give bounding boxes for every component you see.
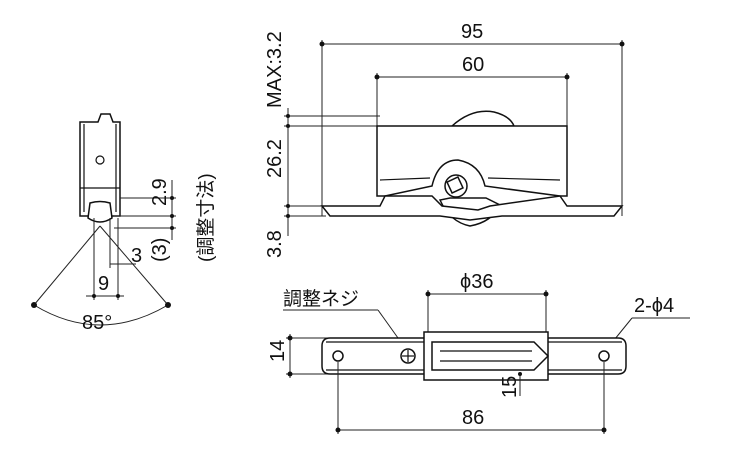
adjust-dimension-label: (調整寸法) <box>195 173 217 262</box>
plan-view: ϕ36 調整ネジ 2-ϕ4 14 15 <box>267 271 690 434</box>
dot-116 <box>286 114 290 118</box>
dim-86: 86 <box>462 407 484 429</box>
plan-hole-right <box>598 350 610 362</box>
dot-126 <box>286 124 290 128</box>
dot-14-t <box>287 335 293 341</box>
dot-86-r <box>601 427 607 433</box>
side-axle-hole <box>95 155 105 165</box>
angle-dot-right <box>165 302 171 308</box>
dim-9: 9 <box>98 273 109 295</box>
dim-95: 95 <box>461 21 483 43</box>
side-wheel <box>87 200 113 223</box>
dot-216 <box>170 214 174 218</box>
dot-60-r <box>564 74 570 80</box>
dot-95-r <box>619 41 625 47</box>
dim-3-8: 3.8 <box>264 230 286 258</box>
hole-label: 2-ϕ4 <box>634 295 674 317</box>
dim-phi-36: ϕ36 <box>460 271 493 293</box>
dim-15: 15 <box>499 376 521 398</box>
plan-hole-left <box>332 350 344 362</box>
dim-26-2: 26.2 <box>264 139 286 178</box>
angle-arc <box>33 304 169 326</box>
angle-line-left <box>33 225 101 306</box>
angle-dot-left <box>31 302 37 308</box>
angle-line-right <box>99 225 169 306</box>
dot-95-l <box>319 41 325 47</box>
dim-9-dot-r <box>116 294 120 298</box>
front-body-inner2 <box>487 177 561 181</box>
dot-36-r <box>543 291 549 297</box>
dot-206 <box>286 204 290 208</box>
front-body-inner <box>379 177 431 181</box>
dim-60: 60 <box>462 54 484 76</box>
dot-86-l <box>335 427 341 433</box>
side-body <box>79 113 121 217</box>
dot-216b <box>286 214 290 218</box>
dim-max: MAX:3.2 <box>264 31 286 108</box>
dot-14-b <box>287 371 293 377</box>
dot-60-l <box>374 74 380 80</box>
dot-228 <box>170 226 174 230</box>
dot-36-l <box>425 291 431 297</box>
dim-3: 3 <box>131 245 142 267</box>
side-view: 9 3 2.9 (3) (調整寸法) 85° <box>31 113 217 334</box>
front-body <box>376 125 568 197</box>
plan-wheel <box>431 341 550 371</box>
dot-15 <box>518 372 522 376</box>
front-axle-square <box>446 176 464 194</box>
dim-9-dot-l <box>92 294 96 298</box>
dim-2-9: 2.9 <box>149 178 171 206</box>
angle-label: 85° <box>82 312 112 334</box>
front-wheel-top <box>450 110 516 127</box>
front-base-plate <box>320 195 624 221</box>
dot-198 <box>170 196 174 200</box>
dim-3-paren: (3) <box>149 238 171 262</box>
front-view: 95 60 MAX:3.2 26.2 3.8 <box>264 21 625 258</box>
screw-label: 調整ネジ <box>283 288 359 310</box>
dim-14: 14 <box>267 340 289 362</box>
